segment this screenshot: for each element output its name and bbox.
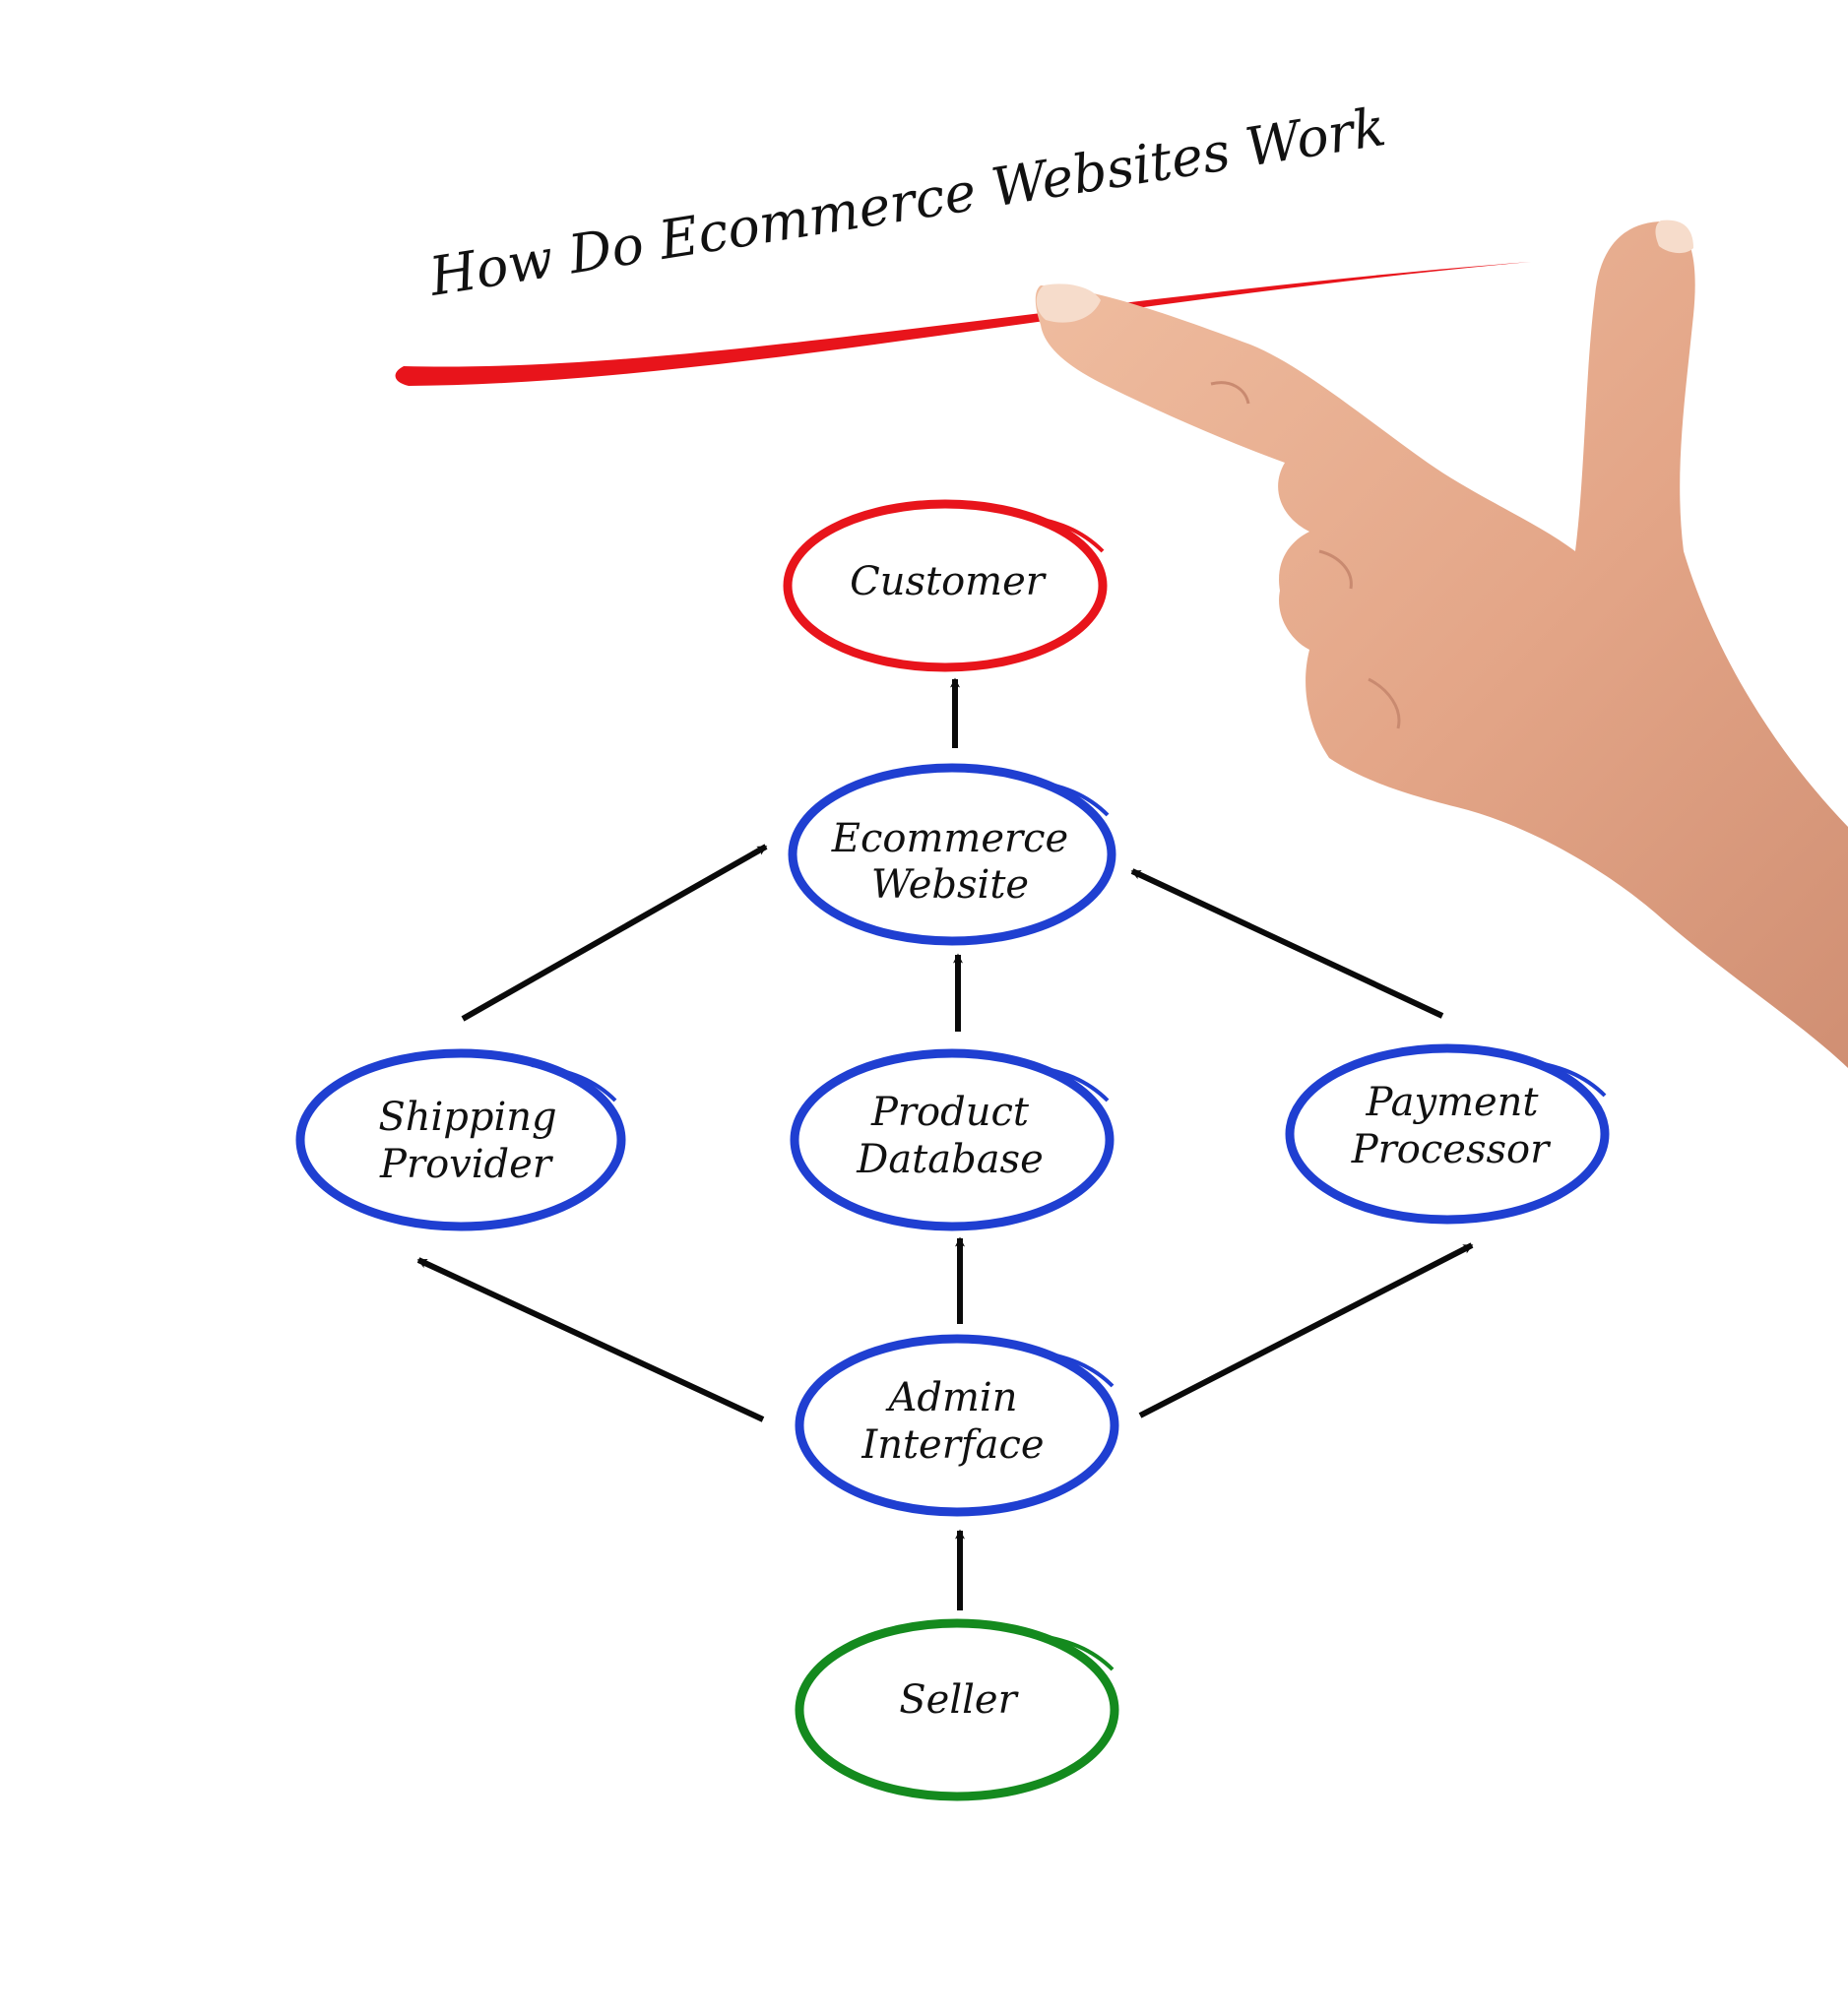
node-ecommerce-website-label-line2: Website [871, 862, 1029, 908]
node-shipping-provider-ellipse [295, 1048, 626, 1231]
node-product-database: Product Database [790, 1048, 1115, 1231]
title-underline [395, 262, 1532, 386]
node-payment-processor-ellipse [1285, 1043, 1610, 1225]
node-customer: Customer [783, 499, 1108, 672]
node-product-database-stroke-tail [1023, 1063, 1110, 1102]
node-shipping-provider-stroke-tail [531, 1063, 617, 1102]
node-customer-stroke-tail [1013, 513, 1105, 553]
node-product-database-label-line2: Database [856, 1137, 1044, 1182]
node-product-database-ellipse [790, 1048, 1115, 1231]
node-ecommerce-website-ellipse [788, 763, 1116, 946]
node-customer-label: Customer [850, 559, 1048, 604]
node-customer-ellipse [783, 499, 1108, 672]
index-fingernail [1036, 284, 1101, 323]
node-product-database-label-line1: Product [870, 1090, 1030, 1135]
arrow-shipping-to-ecommerce [461, 844, 768, 1022]
arrow-group [416, 677, 1474, 1610]
node-ecommerce-website-label-line1: Ecommerce [831, 816, 1068, 861]
node-seller-label: Seller [899, 1677, 1019, 1723]
node-payment-processor-label-line1: Payment [1366, 1080, 1540, 1125]
arrow-payment-to-ecommerce [1130, 868, 1444, 1019]
node-seller-stroke-tail [1028, 1632, 1115, 1671]
node-payment-processor-label-line2: Processor [1351, 1127, 1552, 1172]
hand-shape [1035, 221, 1848, 1068]
diagram-title: How Do Ecommerce Websites Work [424, 95, 1389, 308]
node-seller: Seller [795, 1618, 1119, 1801]
node-admin-interface-ellipse [795, 1334, 1119, 1517]
node-shipping-provider: Shipping Provider [295, 1048, 626, 1231]
node-shipping-provider-label-line2: Provider [379, 1142, 554, 1187]
node-admin-interface-stroke-tail [1028, 1349, 1115, 1388]
node-payment-processor: Payment Processor [1285, 1043, 1610, 1225]
node-shipping-provider-label-line1: Shipping [378, 1095, 556, 1140]
thumb-fingernail [1655, 220, 1693, 254]
node-admin-interface-label-line2: Interface [860, 1422, 1044, 1468]
arrow-admin-to-payment [1138, 1242, 1474, 1418]
node-seller-ellipse [795, 1618, 1119, 1801]
knuckle-crease-3 [1318, 549, 1353, 590]
node-admin-interface: Admin Interface [795, 1334, 1119, 1517]
node-admin-interface-label-line1: Admin [885, 1375, 1018, 1420]
arrow-admin-to-shipping [416, 1257, 765, 1422]
knuckle-crease-2 [1368, 677, 1401, 729]
node-ecommerce-website-stroke-tail [1023, 778, 1110, 817]
knuckle-crease-1 [1210, 381, 1250, 405]
node-ecommerce-website: Ecommerce Website [788, 763, 1116, 946]
pointing-hand-illustration [1035, 220, 1848, 1068]
node-payment-processor-stroke-tail [1520, 1058, 1607, 1098]
